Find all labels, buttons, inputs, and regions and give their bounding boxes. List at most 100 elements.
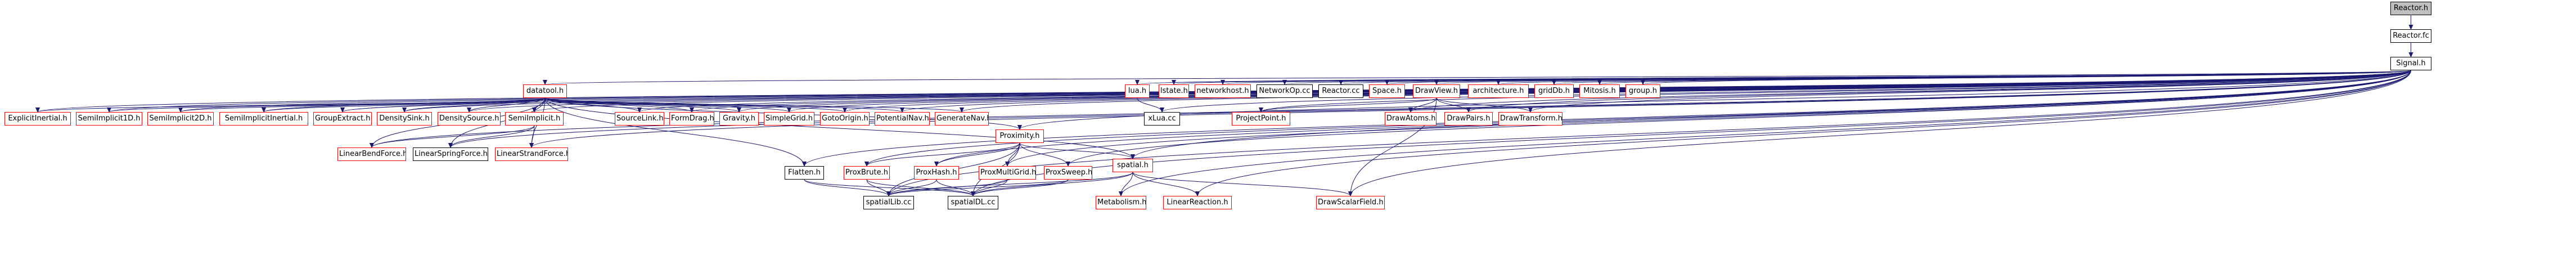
node-reactor-fc[interactable]: Reactor.fc [2390,29,2431,43]
node-semiimplicit2d-h[interactable]: SemiImplicit2D.h [147,112,214,126]
edge-flatten_h-spatialdl [804,179,975,196]
edge-spatial_h-metabolism [1119,172,1133,196]
node-flatten-h[interactable]: Flatten.h [785,166,824,180]
node-spatialdl-cc[interactable]: spatialDL.cc [948,196,998,209]
node-drawview-h[interactable]: DrawView.h [1413,84,1460,98]
node-griddb-h[interactable]: gridDb.h [1534,84,1574,98]
edge-signal_h-xlua_cc [1160,70,2411,113]
edge-datatool_h-spatial_h [544,97,1135,159]
edge-drawview-drawatoms [1408,97,1437,113]
node-proxsweep-h[interactable]: ProxSweep.h [1044,166,1092,180]
edge-datatool_h-densitysource [467,97,546,113]
edge-datatool_h-densitysink [402,97,546,113]
node-drawtransform-h[interactable]: DrawTransform.h [1498,112,1562,126]
edge-datatool_h-flatten_h [544,97,807,167]
node-spatial-h[interactable]: spatial.h [1113,159,1153,172]
edge-spatial_h-drawscalarfield [1132,172,1353,196]
node-densitysource-h[interactable]: DensitySource.h [438,112,501,126]
edge-signal_h-drawtransform [1528,70,2411,113]
node-linearreaction-h[interactable]: LinearReaction.h [1163,196,1232,209]
node-spatiallib-cc[interactable]: spatialLib.cc [863,196,914,209]
node-group-h[interactable]: group.h [1625,84,1660,98]
node-semiimplicit-h[interactable]: SemiImplicit.h [505,112,564,126]
node-explicitinertial-h[interactable]: ExplicitInertial.h [4,112,71,126]
node-proxbrute-h[interactable]: ProxBrute.h [844,166,890,180]
node-networkop-cc[interactable]: NetworkOp.cc [1257,84,1313,98]
edge-signal_h-linearstrandforce [529,70,2411,148]
edge-signal_h-flatten_h [802,70,2411,167]
edge-datatool_h-simplegrid [544,97,791,113]
node-formdrag-h[interactable]: FormDrag.h [669,112,714,126]
node-signal-h[interactable]: Signal.h [2390,57,2431,70]
node-drawscalarfield-h[interactable]: DrawScalarField.h [1316,196,1385,209]
node-groupextract-h[interactable]: GroupExtract.h [313,112,372,126]
edge-proxsweep-spatiallib [886,179,1069,196]
edge-signal_h-projectpoint [1259,70,2411,113]
node-lstate-h[interactable]: lstate.h [1159,84,1189,98]
node-reactor-cc[interactable]: Reactor.cc [1318,84,1363,98]
node-sourcelink-h[interactable]: SourceLink.h [615,112,664,126]
edge-datatool_h-formdrag [544,97,694,113]
node-gotoorigin-h[interactable]: GotoOrigin.h [820,112,870,126]
node-reactor-h[interactable]: Reactor.h [2390,2,2431,15]
edge-drawview-drawtransform [1436,97,1533,113]
edge-signal_h-generatenav [960,70,2411,113]
node-projectpoint-h[interactable]: ProjectPoint.h [1232,112,1290,126]
node-semiimplicitinertial-h[interactable]: SemiImplicitInertial.h [219,112,308,126]
edge-datatool_h-semiimplicit2d [178,97,546,113]
node-potentialnav-h[interactable]: PotentialNav.h [875,112,930,126]
node-metabolism-h[interactable]: Metabolism.h [1096,196,1146,209]
node-networkhost-h[interactable]: networkhost.h [1195,84,1251,98]
edge-proximity_h-spatial_h [1019,142,1135,159]
node-datatool-h[interactable]: datatool.h [523,84,567,98]
node-lua-h[interactable]: lua.h [1125,84,1150,98]
node-linearbendforce-h[interactable]: LinearBendForce.h [337,147,406,161]
edge-spatial_h-spatialdl [971,172,1133,196]
node-space-h[interactable]: Space.h [1369,84,1405,98]
edge-drawview-projectpoint [1259,97,1437,113]
node-architecture-h[interactable]: architecture.h [1468,84,1529,98]
node-drawatoms-h[interactable]: DrawAtoms.h [1385,112,1436,126]
edge-proximity_h-proxbrute [864,142,1020,167]
edge-datatool_h-potentialnav [544,97,904,113]
edge-proxbrute-spatialdl [866,179,975,196]
node-linearspringforce-h[interactable]: LinearSpringForce.h [413,147,488,161]
edge-datatool_h-explicitinertial [35,97,546,113]
edge-signal_h-group_h [1641,70,2411,85]
edge-semiimplicit_h-linearstrandforce [529,125,535,148]
node-proxhash-h[interactable]: ProxHash.h [914,166,959,180]
node-linearstrandforce-h[interactable]: LinearStrandForce.h [495,147,568,161]
edge-proximity_h-proxsweep [1019,142,1070,167]
node-simplegrid-h[interactable]: SimpleGrid.h [764,112,814,126]
node-semiimplicit1d-h[interactable]: SemiImplicit1D.h [76,112,142,126]
edge-datatool_h-groupextract [340,97,546,113]
edge-spatial_h-spatiallib [886,172,1133,196]
edge-signal_h-proxsweep [1066,70,2411,167]
edge-semiimplicit_h-linearbendforce [370,125,535,148]
edge-signal_h-metabolism [1119,70,2411,196]
edge-drawview-drawpairs [1436,97,1471,113]
node-drawpairs-h[interactable]: DrawPairs.h [1444,112,1493,126]
edge-signal_h-proximity_h [1017,70,2411,130]
edge-signal_h-datatool_h [544,70,2411,85]
node-mitosis-h[interactable]: Mitosis.h [1579,84,1620,98]
edge-lua_h-xlua_cc [1137,97,1164,113]
edge-signal_h-drawscalarfield [1348,70,2411,196]
node-generatenav-h[interactable]: GenerateNav.h [935,112,989,126]
node-densitysink-h[interactable]: DensitySink.h [377,112,432,126]
edge-datatool_h-gravity [544,97,741,113]
edge-spatial_h-linearreaction [1132,172,1200,196]
edge-datatool_h-generatenav [544,97,964,113]
node-proximity-h[interactable]: Proximity.h [996,129,1044,143]
node-proxmultigrid-h[interactable]: ProxMultiGrid.h [979,166,1036,180]
edge-signal_h-linearreaction [1195,70,2411,196]
node-xlua-cc[interactable]: xLua.cc [1144,112,1180,126]
edge-signal_h-spatial_h [1131,70,2411,159]
edge-datatool_h-semiimplicitinertial [262,97,546,113]
edge-proximity_h-proxhash [934,142,1020,167]
node-gravity-h[interactable]: Gravity.h [719,112,759,126]
edge-flatten_h-spatiallib [804,179,891,196]
edge-semiimplicit_h-linearspringforce [448,125,535,148]
